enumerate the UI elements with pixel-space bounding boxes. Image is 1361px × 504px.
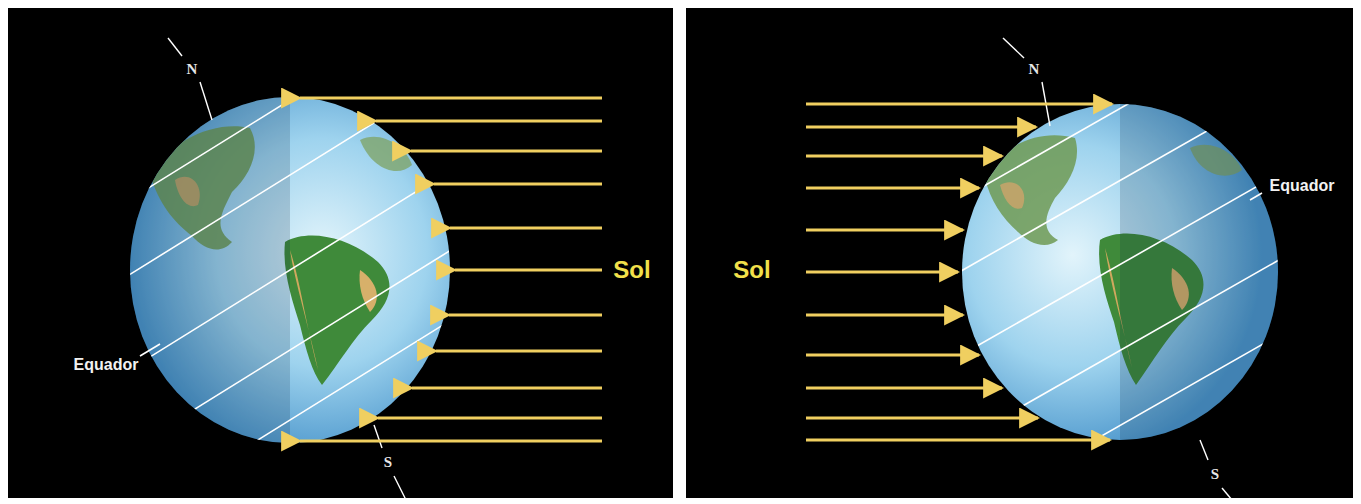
- sun-label: Sol: [733, 258, 770, 282]
- sun-label: Sol: [613, 258, 650, 282]
- equator-label: Equador: [1270, 178, 1335, 194]
- panel: [8, 8, 673, 498]
- pole-label: N: [185, 61, 200, 78]
- pole-label: S: [382, 454, 394, 471]
- equator-label: Equador: [74, 357, 139, 373]
- sun-rays: [806, 104, 1112, 440]
- globe: [100, 0, 480, 504]
- pole-label: S: [1209, 466, 1221, 483]
- sun-rays: [300, 98, 602, 441]
- earth-axis: [1003, 38, 1232, 500]
- earth-axis: [168, 38, 406, 500]
- panel: [686, 8, 1353, 498]
- pole-label: N: [1027, 61, 1042, 78]
- globe: [940, 6, 1300, 504]
